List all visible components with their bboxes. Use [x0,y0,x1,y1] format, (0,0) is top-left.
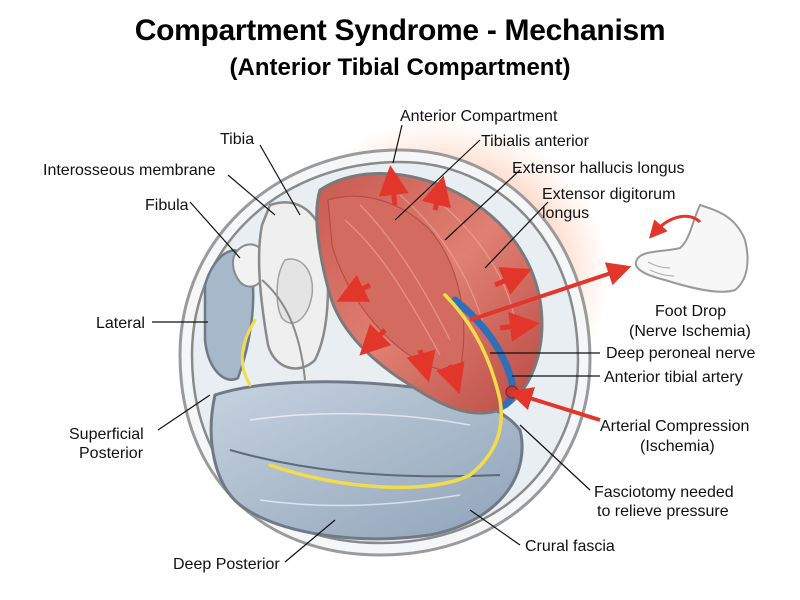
label-extensor-hallucis-longus: Extensor hallucis longus [512,160,685,177]
label-arterial-compression-2: (Ischemia) [640,438,715,455]
label-foot-drop-1: Foot Drop [655,303,726,320]
label-deep-peroneal-nerve: Deep peroneal nerve [606,345,756,362]
foot-drop-curved-arrow [649,214,702,239]
label-lateral: Lateral [96,315,145,332]
page-subtitle: (Anterior Tibial Compartment) [229,54,571,81]
label-anterior-tibial-artery: Anterior tibial artery [604,369,743,386]
label-superficial-posterior-1: Superficial [69,426,144,443]
label-deep-posterior: Deep Posterior [173,556,280,573]
label-fasciotomy-2: to relieve pressure [597,503,729,520]
posterior-septum [229,449,501,478]
label-tibia: Tibia [220,131,254,148]
label-fasciotomy-1: Fasciotomy needed [594,484,734,501]
label-extensor-digitorum-2: longus [542,205,589,222]
arterial-compression-arrow [508,387,601,422]
superficial-peroneal-nerve [240,318,257,387]
label-extensor-digitorum-1: Extensor digitorum [542,186,675,203]
posterior-fibers [249,412,471,507]
interosseous-membrane [261,279,306,381]
muscle-fibers [344,194,516,356]
foot-illustration [635,203,749,293]
label-tibialis-anterior: Tibialis anterior [481,133,590,150]
label-superficial-posterior-2: Posterior [79,445,144,462]
label-crural-fascia: Crural fascia [525,538,615,555]
label-foot-drop-2: (Nerve Ischemia) [629,323,751,340]
deep-peroneal-nerve [268,293,503,490]
label-arterial-compression-1: Arterial Compression [600,418,749,435]
leader-lines [152,124,600,563]
label-fibula: Fibula [145,197,189,214]
artery-cross-section [505,385,519,399]
label-anterior-compartment: Anterior Compartment [400,108,558,125]
page-title: Compartment Syndrome - Mechanism [134,14,666,47]
foot-drop-arrow [469,262,632,322]
pressure-arrows [336,165,540,395]
tibia-marrow [276,258,314,324]
fibula-bone [232,243,268,288]
label-interosseous-membrane: Interosseous membrane [43,162,216,179]
